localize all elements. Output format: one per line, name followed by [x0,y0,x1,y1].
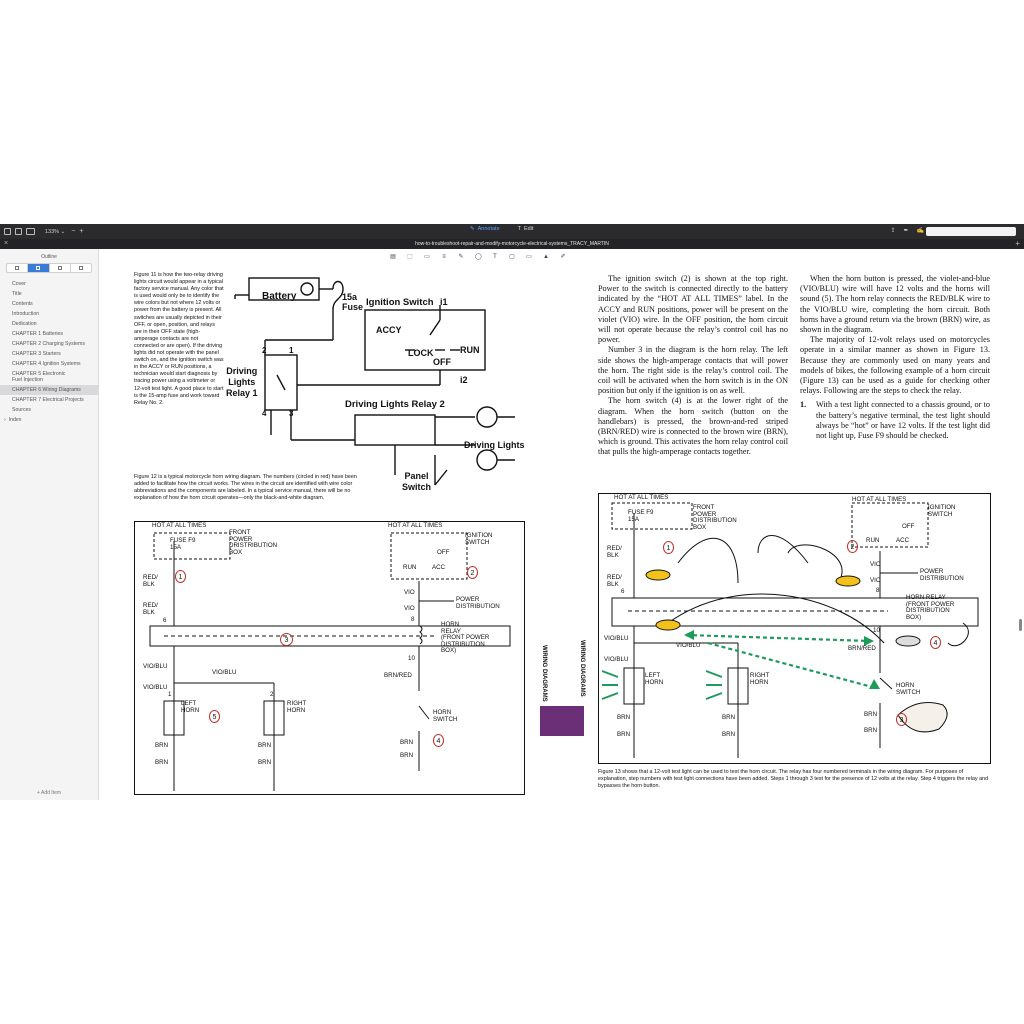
outline-item-chapter-1[interactable]: CHAPTER 1 Batteries [12,331,64,337]
sidebar-toggle-button[interactable] [4,226,11,237]
pages-icon [26,228,35,235]
sidebar-view-tabs [6,263,92,273]
document-tab-title[interactable]: how-to-troubleshoot-repair-and-modify-mo… [415,241,609,247]
list-icon [36,266,41,270]
image-icon [57,266,62,270]
bookmark-icon [78,266,83,270]
outline-item-chapter-6[interactable]: CHAPTER 6 Wiring Diagrams [0,385,98,395]
outline-item-title[interactable]: Title [12,291,22,297]
outline-item-contents[interactable]: Contents [12,301,33,307]
outline-item-chapter-3[interactable]: CHAPTER 3 Starters [12,351,61,357]
grid-view-button[interactable] [15,226,22,237]
text-select-icon[interactable]: ▤ [390,253,396,260]
text-box-icon[interactable]: T [493,253,497,260]
outline-item-chapter-5[interactable]: CHAPTER 5 Electronic [12,371,66,377]
thumbnail-icon [15,266,20,270]
pen-icon[interactable]: ✒ [903,228,909,234]
rect-select-icon[interactable]: ⬚ [407,253,413,260]
signature-icon[interactable]: ✍ [916,228,924,234]
main-toolbar: 133% ⌄ − + ✎ Annotate T Edit ⇪ ✒ ✍ [0,224,1024,239]
zoom-in-button[interactable]: + [79,228,84,235]
outline-item-introduction[interactable]: Introduction [12,311,40,317]
zoom-select[interactable]: 133% ⌄ [45,228,66,235]
comment-icon[interactable]: ▭ [526,253,532,260]
outline-item-index[interactable]: › Index [0,415,98,425]
edit-mode-button[interactable]: T Edit [518,226,534,232]
shape-icon[interactable]: ◯ [475,253,482,260]
pencil-icon: ✎ [470,226,475,232]
sidebar-title: Outline [41,254,57,260]
annotate-label: Annotate [477,226,500,232]
strike-icon[interactable]: ≡ [442,253,446,260]
close-tab-icon[interactable]: × [4,240,9,247]
zoom-out-button[interactable]: − [71,228,76,235]
add-item-button[interactable]: + Add Item [36,790,62,796]
outline-item-dedication[interactable]: Dedication [12,321,37,327]
outline-item-chapter-5-cont[interactable]: Fuel Injection [12,377,43,383]
toolbar-right-tools: ⇪ ✒ ✍ [890,227,924,234]
page-view-button[interactable] [26,226,35,237]
pencil-draw-icon[interactable]: ✎ [458,253,464,260]
outline-sidebar: Outline Cover Title Contents Introductio… [0,249,99,800]
document-tab-bar: × how-to-troubleshoot-repair-and-modify-… [0,239,1024,249]
outline-item-chapter-4[interactable]: CHAPTER 4 Ignition Systems [12,361,81,367]
sidebar-tab-outline[interactable] [28,264,50,272]
sidebar-tab-images[interactable] [50,264,71,272]
new-tab-icon[interactable]: + [1015,239,1020,248]
pdf-app-window: 133% ⌄ − + ✎ Annotate T Edit ⇪ ✒ ✍ × how… [0,224,1024,800]
highlight-icon[interactable]: ▭ [424,253,430,260]
search-input[interactable] [926,227,1016,236]
mode-switcher: ✎ Annotate T Edit [470,226,534,232]
marker-icon[interactable]: ✐ [560,253,566,260]
annotate-mode-button[interactable]: ✎ Annotate [470,226,500,232]
outline-item-chapter-7[interactable]: CHAPTER 7 Electrical Projects [12,397,84,403]
note-icon[interactable]: ▢ [509,253,515,260]
outline-item-chapter-2[interactable]: CHAPTER 2 Charging Systems [12,341,85,347]
stamp-icon[interactable]: ▲ [543,253,549,260]
outline-item-sources[interactable]: Sources [12,407,32,413]
sidebar-tab-thumbnails[interactable] [7,264,29,272]
chevron-right-icon: › [4,417,9,423]
sidebar-icon [4,228,11,235]
edit-label: Edit [524,226,534,232]
sidebar-tab-bookmarks[interactable] [71,264,91,272]
outline-item-cover[interactable]: Cover [12,281,26,287]
outline-item-index-label: Index [8,417,22,423]
text-cursor-icon: T [517,226,522,232]
grid-icon [15,228,22,235]
outline-list: Cover Title Contents Introduction Dedica… [0,279,98,425]
annotation-toolbar: ▤ ⬚ ▭ ≡ ✎ ◯ T ▢ ▭ ▲ ✐ [390,252,566,261]
share-icon[interactable]: ⇪ [890,228,896,234]
